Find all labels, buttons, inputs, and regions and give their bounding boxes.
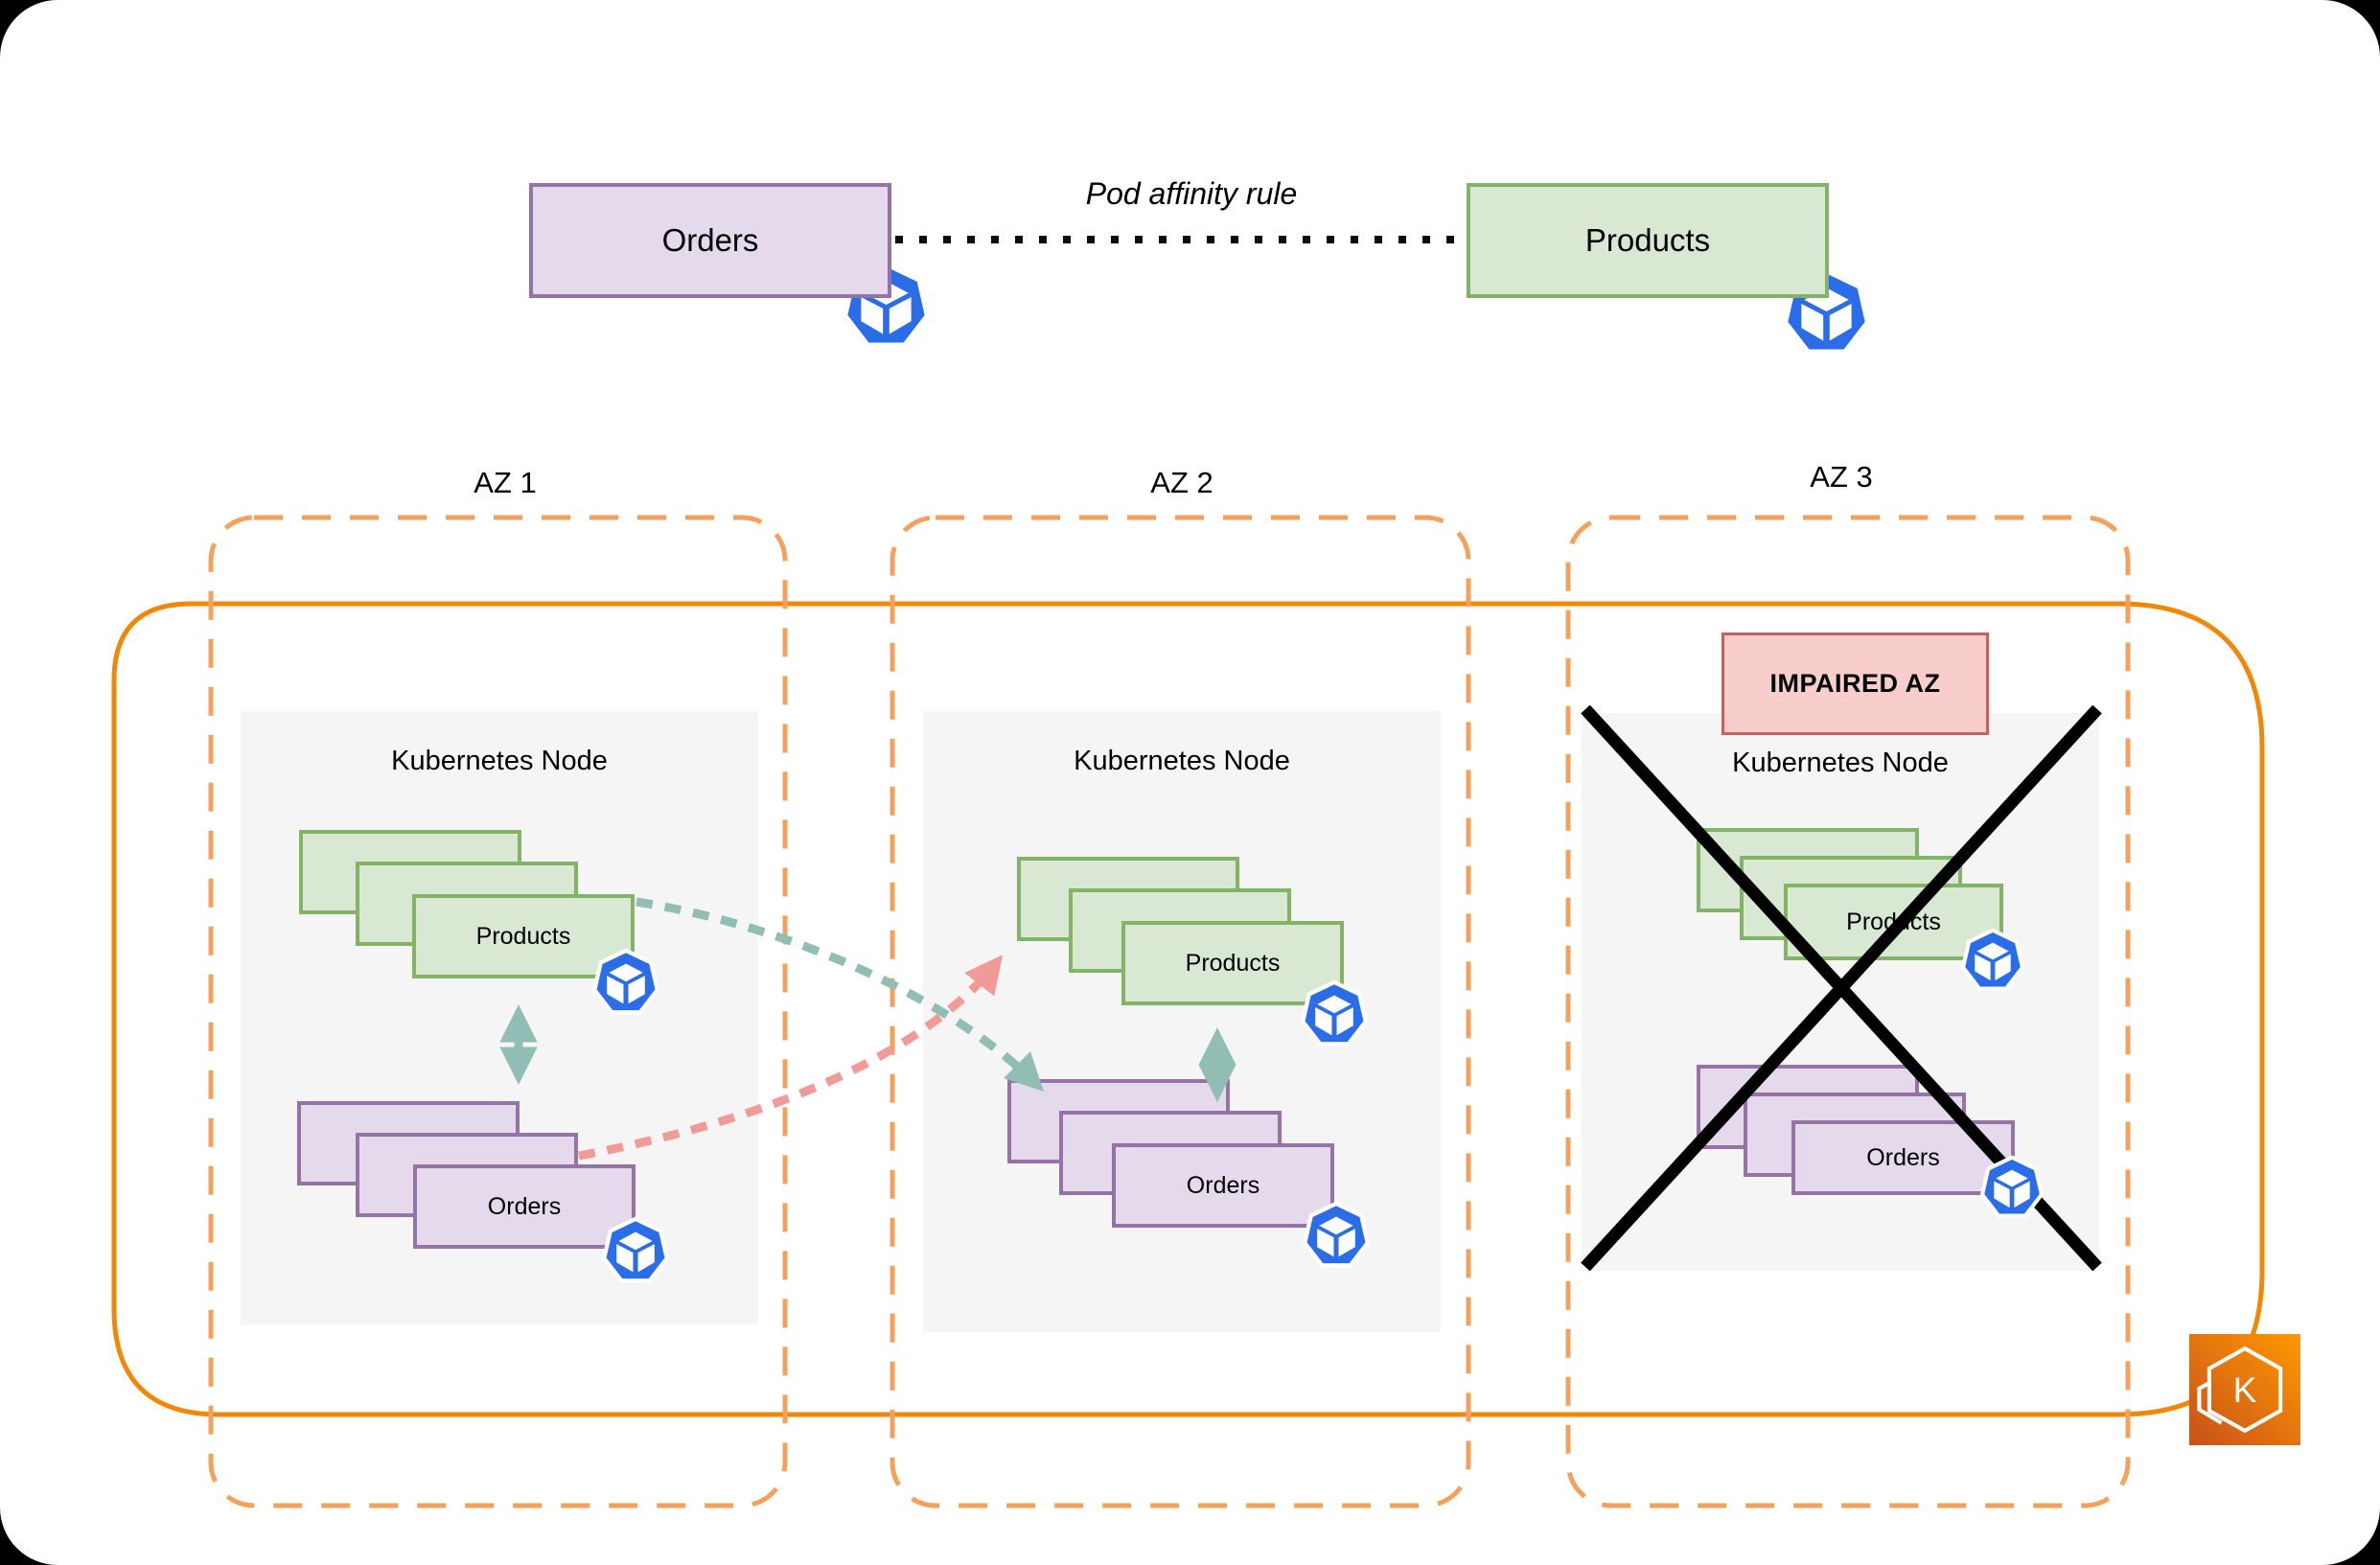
pod-affinity-rule-label: Pod affinity rule: [1085, 176, 1298, 211]
az3-products-label: Products: [1846, 908, 1941, 935]
az3-label: AZ 3: [1810, 460, 1873, 494]
kubernetes-pod-icon: [602, 1216, 669, 1283]
az2-products-pod: Products: [1121, 921, 1344, 1005]
az1-products-label: Products: [475, 922, 571, 950]
az2-label: AZ 2: [1150, 466, 1213, 499]
eks-hexagon: [2207, 1346, 2283, 1434]
kubernetes-pod-icon: [1301, 979, 1368, 1047]
products-deployment-label: Products: [1584, 222, 1711, 258]
az3-node-title: Kubernetes Node: [1732, 748, 1949, 778]
eks-hexagon-offset: [2197, 1381, 2223, 1425]
kubernetes-pod-icon: [1980, 1155, 2044, 1218]
az2-node-title: Kubernetes Node: [1074, 746, 1290, 776]
orders-deployment-box: Orders: [529, 183, 891, 298]
az3-orders-label: Orders: [1866, 1143, 1940, 1171]
impaired-az-label: IMPAIRED AZ: [1769, 669, 1941, 698]
kubernetes-pod-icon: [592, 948, 659, 1015]
orders-deployment-label: Orders: [661, 222, 759, 258]
az2-orders-label: Orders: [1186, 1171, 1260, 1199]
az2-orders-pod: Orders: [1112, 1143, 1334, 1228]
az1-orders-pod: Orders: [413, 1164, 635, 1249]
kubernetes-pod-icon: [1961, 928, 2024, 991]
az1-orders-label: Orders: [487, 1192, 562, 1220]
eks-letter: K: [2233, 1369, 2257, 1410]
kubernetes-pod-icon: [1303, 1201, 1370, 1268]
amazon-eks-icon: K: [2189, 1334, 2300, 1445]
impaired-az-badge: IMPAIRED AZ: [1721, 633, 1989, 735]
az2-products-label: Products: [1185, 949, 1281, 977]
az1-label: AZ 1: [474, 466, 537, 499]
products-deployment-box: Products: [1467, 183, 1829, 298]
az1-node-title: Kubernetes Node: [391, 746, 608, 776]
